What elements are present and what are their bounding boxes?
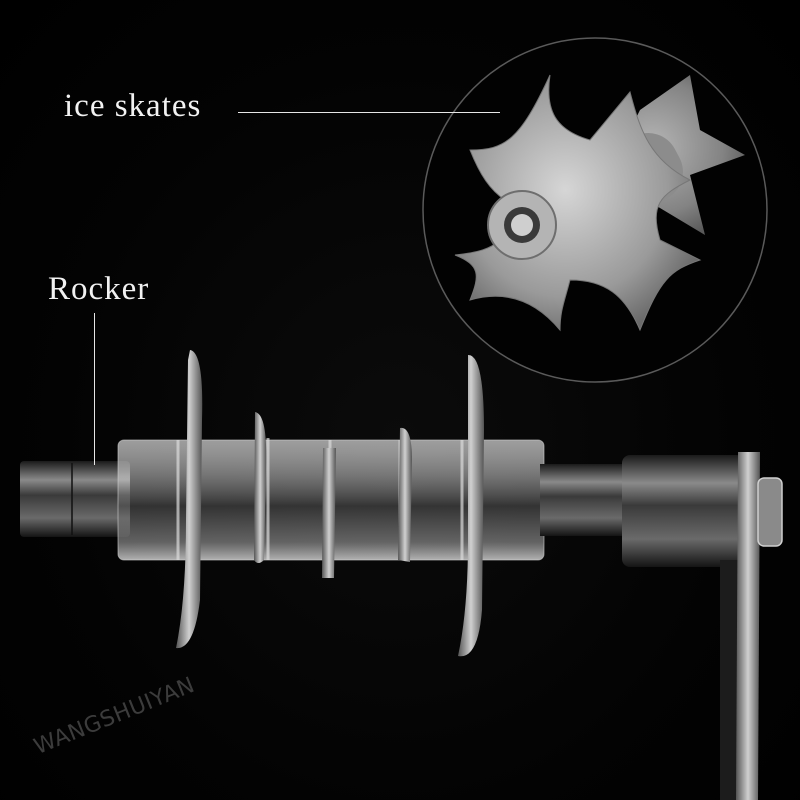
- callout-ice-skates: ice skates: [64, 88, 202, 124]
- callout-rocker: Rocker: [48, 271, 150, 307]
- inset-closeup: [422, 37, 768, 383]
- leader-line-rocker: [94, 313, 95, 465]
- spindle-assembly: [20, 350, 783, 800]
- leader-line-ice-skates: [238, 112, 500, 113]
